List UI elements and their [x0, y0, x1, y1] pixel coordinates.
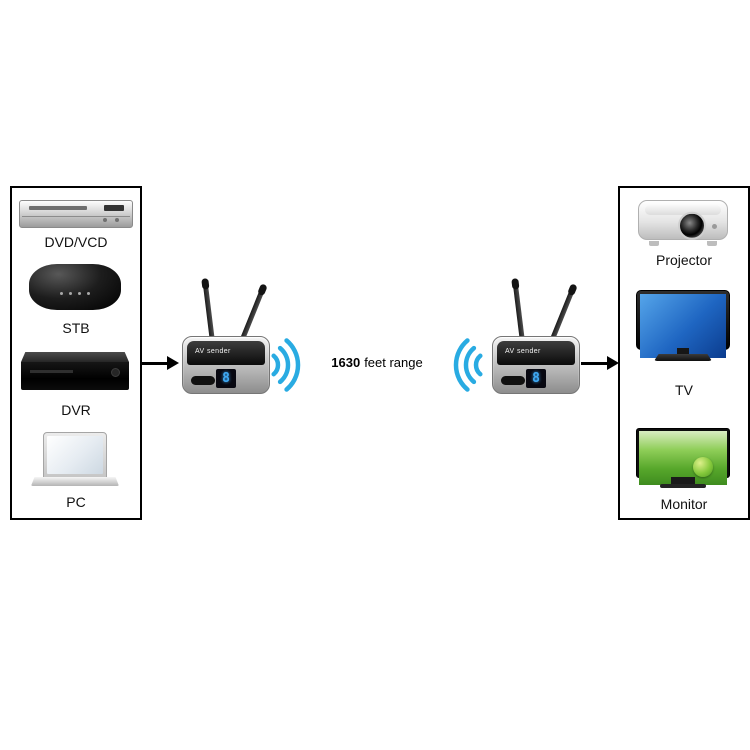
transmitter-brand-label: AV sender — [195, 348, 231, 355]
monitor-screen — [639, 431, 727, 485]
projector-foot — [707, 241, 718, 246]
receiver-antenna-left — [512, 282, 525, 343]
tv-stand — [654, 354, 712, 361]
wifi-arc-medium — [277, 345, 291, 385]
monitor-stand-base — [660, 484, 706, 488]
laptop-base — [31, 477, 119, 486]
receiver-device: AV sender 8 — [492, 282, 580, 394]
dvd-button — [114, 218, 119, 223]
dvr-top-face — [21, 352, 129, 362]
display-devices-box: Projector TV Monitor — [618, 186, 750, 520]
device-label-dvr: DVR — [61, 402, 91, 418]
wifi-arc-large — [453, 338, 470, 392]
device-label-stb: STB — [62, 320, 90, 336]
wifi-signal-transmitter — [271, 338, 301, 392]
receiver-top-panel: AV sender — [497, 341, 575, 365]
dvd-tray — [28, 205, 88, 210]
laptop-display — [47, 436, 103, 474]
wifi-arc-small — [271, 353, 281, 377]
transmitter-channel-digit: 8 — [222, 371, 230, 386]
stb-leds — [60, 291, 90, 295]
dvd-display-panel — [104, 205, 125, 212]
monitor-image — [636, 428, 730, 490]
laptop-image — [31, 432, 119, 490]
device-label-pc: PC — [66, 494, 86, 510]
receiver-brand-label: AV sender — [505, 348, 541, 355]
arrow-sources-to-transmitter — [141, 356, 179, 370]
arrow-shaft — [141, 361, 168, 365]
projector-foot — [648, 241, 659, 246]
dvd-button — [103, 218, 108, 223]
transmitter-body: AV sender 8 — [182, 336, 270, 394]
transmitter-antenna-left — [202, 282, 215, 343]
transmitter-device: AV sender 8 — [182, 282, 270, 394]
arrow-receiver-to-displays — [581, 356, 619, 370]
dvr-slot — [29, 369, 73, 373]
range-value: 1630 — [331, 355, 361, 370]
projector-image — [638, 200, 728, 246]
arrow-head — [167, 356, 179, 370]
transmitter-channel-display: 8 — [216, 369, 236, 388]
tv-neck — [677, 348, 689, 354]
projector-top-band — [645, 204, 721, 215]
projector-lens — [677, 211, 706, 240]
dvr-front-face — [21, 362, 129, 390]
monitor-stand — [671, 477, 695, 484]
dvd-groove — [22, 215, 130, 217]
device-label-dvd-vcd: DVD/VCD — [44, 234, 108, 250]
dvd-player-image — [19, 200, 133, 228]
device-label-monitor: Monitor — [660, 496, 708, 512]
monitor-screen-sphere — [692, 457, 713, 478]
stb-image — [29, 264, 121, 310]
tv-image — [636, 290, 730, 366]
wifi-arc-large — [284, 338, 301, 392]
arrow-shaft — [581, 361, 608, 365]
arrow-head — [607, 356, 619, 370]
wifi-arc-medium — [463, 345, 477, 385]
receiver-channel-display: 8 — [526, 369, 546, 388]
projector-indicator — [712, 223, 718, 229]
range-unit: feet range — [364, 355, 423, 370]
source-devices-box: DVD/VCD STB DVR PC — [10, 186, 142, 520]
wifi-arc-small — [473, 353, 483, 377]
device-label-projector: Projector — [655, 252, 713, 268]
dvr-image — [21, 352, 129, 390]
receiver-logo-pill — [501, 376, 525, 385]
transmitter-top-panel: AV sender — [187, 341, 265, 365]
dvr-power-button — [111, 368, 121, 378]
transmitter-logo-pill — [191, 376, 215, 385]
receiver-body: AV sender 8 — [492, 336, 580, 394]
device-label-tv: TV — [675, 382, 693, 398]
tv-screen — [640, 294, 726, 358]
receiver-channel-digit: 8 — [532, 371, 540, 386]
wifi-signal-receiver — [453, 338, 483, 392]
laptop-screen — [43, 432, 107, 478]
